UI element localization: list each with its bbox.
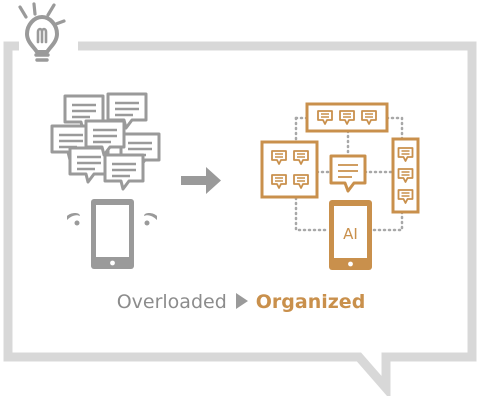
- chat-bubble-icon: [103, 153, 145, 191]
- message-group-right: [391, 137, 420, 214]
- message-icon: [293, 150, 309, 165]
- ai-smartphone-icon: AI: [329, 200, 372, 270]
- dotted-connectors: [294, 116, 404, 232]
- lightbulb-icon: [18, 2, 66, 62]
- message-icon: [271, 174, 287, 189]
- message-group-center: [329, 154, 367, 193]
- overloaded-smartphone-icon: [91, 199, 134, 269]
- message-icon: [271, 150, 287, 165]
- message-icon: [293, 174, 309, 189]
- caption: Overloaded Organized: [0, 289, 482, 315]
- caption-before: Overloaded: [116, 291, 227, 313]
- message-group-left: [260, 140, 319, 199]
- message-icon: [397, 168, 414, 183]
- chat-bubble-cluster: [50, 92, 161, 191]
- message-icon: [361, 110, 377, 125]
- message-icon: [317, 110, 333, 125]
- speech-bubble-frame: [3, 41, 477, 396]
- caption-after: Organized: [255, 291, 366, 313]
- splash-marks: [67, 213, 157, 226]
- caption-arrow-icon: [235, 293, 248, 309]
- arrow-right-icon: [181, 167, 221, 194]
- message-icon: [339, 110, 355, 125]
- message-group-top: [305, 102, 389, 133]
- message-icon: [397, 189, 414, 204]
- ai-screen-label: AI: [343, 225, 358, 243]
- message-icon: [397, 147, 414, 162]
